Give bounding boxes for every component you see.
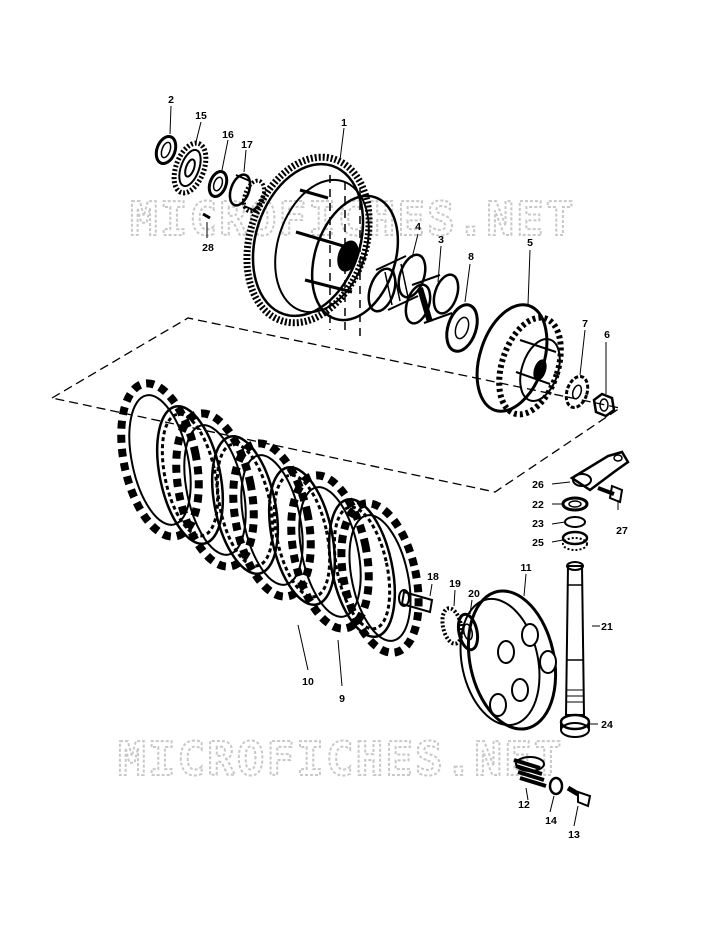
callout-10: 10 bbox=[302, 676, 314, 688]
callout-23: 23 bbox=[532, 518, 544, 530]
callout-12: 12 bbox=[518, 799, 530, 811]
part-4-needle-bearing bbox=[367, 253, 427, 313]
assembly-outline bbox=[50, 317, 622, 493]
callout-9: 9 bbox=[339, 693, 345, 705]
callout-7: 7 bbox=[582, 318, 588, 330]
part-10-drive-plate-1 bbox=[117, 379, 203, 541]
part-21-release-rod bbox=[564, 561, 586, 716]
part-11-pressure-plate bbox=[459, 589, 558, 731]
part-28-pin bbox=[202, 212, 211, 220]
part-14-washer bbox=[548, 776, 564, 796]
leader-lines bbox=[169, 105, 619, 827]
part-19-thrust-bearing bbox=[440, 606, 464, 646]
callout-1: 1 bbox=[341, 117, 347, 129]
part-10-drive-plate-5 bbox=[337, 499, 423, 657]
callout-27: 27 bbox=[616, 525, 628, 537]
callout-25: 25 bbox=[532, 537, 544, 549]
part-26-release-arm bbox=[569, 450, 630, 492]
callout-22: 22 bbox=[532, 499, 544, 511]
callout-19: 19 bbox=[449, 578, 461, 590]
callout-17: 17 bbox=[241, 139, 253, 151]
part-10-drive-plate-4 bbox=[287, 471, 373, 633]
part-18-push-piece bbox=[398, 589, 434, 614]
callout-2: 2 bbox=[168, 94, 174, 106]
part-6-nut bbox=[592, 392, 616, 418]
callout-26: 26 bbox=[532, 479, 544, 491]
part-2-washer bbox=[154, 134, 178, 166]
callout-24: 24 bbox=[601, 719, 613, 731]
part-1-clutch-housing bbox=[243, 153, 400, 336]
part-22-oil-seal bbox=[561, 496, 589, 512]
part-13-bolt bbox=[566, 785, 592, 808]
callout-6: 6 bbox=[604, 329, 610, 341]
part-8-thrust-washer bbox=[445, 303, 479, 353]
callout-14: 14 bbox=[545, 815, 557, 827]
callout-5: 5 bbox=[527, 237, 533, 249]
callout-8: 8 bbox=[468, 251, 474, 263]
part-5-sleeve-hub bbox=[475, 303, 564, 418]
callout-28: 28 bbox=[202, 242, 214, 254]
part-7-lock-washer bbox=[564, 374, 590, 410]
callout-18: 18 bbox=[427, 571, 439, 583]
clutch-plates-stack bbox=[117, 379, 423, 657]
callout-13: 13 bbox=[568, 829, 580, 841]
callout-labels: 2 15 16 17 1 28 4 3 8 5 7 6 26 22 23 25 … bbox=[168, 94, 628, 841]
callout-21: 21 bbox=[601, 621, 613, 633]
part-24-bearing bbox=[559, 713, 591, 738]
part-25-bearing bbox=[561, 530, 589, 551]
callout-15: 15 bbox=[195, 110, 207, 122]
callout-4: 4 bbox=[415, 221, 421, 233]
part-23-o-ring bbox=[564, 516, 586, 528]
part-3-spacer bbox=[404, 273, 460, 325]
part-12-clutch-spring bbox=[513, 756, 547, 788]
callout-16: 16 bbox=[222, 129, 234, 141]
callout-20: 20 bbox=[468, 588, 480, 600]
part-27-bolt bbox=[597, 484, 624, 504]
callout-3: 3 bbox=[438, 234, 444, 246]
callout-11: 11 bbox=[520, 562, 531, 574]
part-15-sprocket bbox=[171, 140, 209, 196]
watermark-bottom: MICROFICHES.NET bbox=[118, 732, 563, 786]
part-9-driven-plate-3 bbox=[267, 465, 337, 607]
part-16-ring bbox=[207, 169, 229, 199]
part-9-driven-plate-4 bbox=[327, 497, 397, 639]
